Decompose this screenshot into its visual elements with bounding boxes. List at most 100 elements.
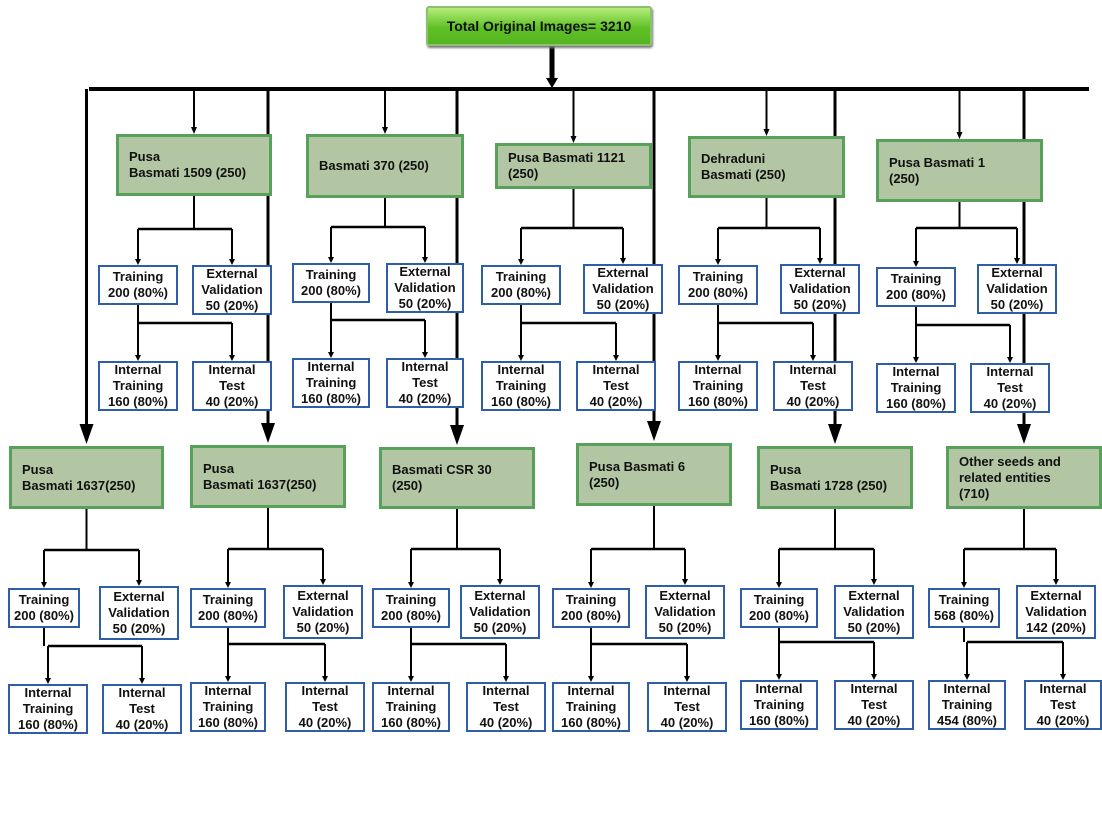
arrowhead (810, 355, 816, 361)
training-box: Training 200 (80%) (740, 588, 818, 628)
internal-test-box: Internal Test 40 (20%) (970, 363, 1050, 413)
arrowhead (225, 582, 231, 588)
internal-training-box: Internal Training 160 (80%) (190, 682, 266, 732)
internal-training-box: Internal Training 160 (80%) (98, 361, 178, 411)
internal-training-box: Internal Training 160 (80%) (876, 363, 956, 413)
arrowhead (546, 78, 558, 88)
external-validation-box: External Validation 50 (20%) (460, 585, 540, 639)
category-node: Pusa Basmati 1728 (250) (757, 446, 913, 509)
training-box: Training 200 (80%) (190, 588, 266, 628)
arrowhead (382, 127, 388, 134)
arrowhead (322, 676, 328, 682)
internal-training-box: Internal Training 160 (80%) (678, 361, 758, 411)
arrowhead (225, 676, 231, 682)
category-node: Pusa Basmati 1 (250) (876, 139, 1043, 202)
external-validation-box: External Validation 50 (20%) (386, 263, 464, 313)
internal-training-box: Internal Training 160 (80%) (481, 361, 561, 411)
internal-test-box: Internal Test 40 (20%) (576, 361, 656, 411)
external-validation-box: External Validation 50 (20%) (192, 265, 272, 315)
external-validation-box: External Validation 50 (20%) (834, 585, 914, 639)
internal-test-box: Internal Test 40 (20%) (1024, 680, 1102, 730)
external-validation-box: External Validation 50 (20%) (283, 585, 363, 639)
arrowhead (422, 352, 428, 358)
arrowhead (191, 127, 197, 134)
external-validation-box: External Validation 50 (20%) (977, 264, 1057, 314)
arrowhead (613, 355, 619, 361)
arrowhead (776, 674, 782, 680)
arrowhead (961, 582, 967, 588)
category-node: Basmati CSR 30 (250) (379, 447, 535, 509)
internal-training-box: Internal Training 454 (80%) (928, 680, 1006, 730)
arrowhead (913, 357, 919, 363)
category-node: Pusa Basmati 1637(250) (190, 445, 346, 508)
category-node: Pusa Basmati 1509 (250) (116, 134, 272, 196)
arrowhead (135, 355, 141, 361)
arrowhead (1007, 357, 1013, 363)
arrowhead (45, 678, 51, 684)
external-validation-box: External Validation 50 (20%) (583, 264, 663, 314)
arrowhead (79, 424, 94, 444)
arrowhead (620, 258, 626, 264)
root-node-total-images: Total Original Images= 3210 (426, 6, 652, 46)
arrowhead (964, 674, 970, 680)
arrowhead (647, 421, 661, 441)
arrowhead (229, 355, 235, 361)
arrowhead (139, 678, 145, 684)
arrowhead (1014, 258, 1020, 264)
arrowhead (684, 676, 690, 682)
external-validation-box: External Validation 142 (20%) (1016, 585, 1096, 639)
arrowhead (956, 132, 963, 139)
arrowhead (518, 355, 524, 361)
arrowhead (135, 259, 141, 265)
internal-training-box: Internal Training 160 (80%) (8, 684, 88, 734)
training-box: Training 200 (80%) (552, 588, 630, 628)
arrowhead (682, 579, 688, 585)
arrowhead (41, 582, 47, 588)
arrowhead (776, 582, 782, 588)
training-box: Training 200 (80%) (292, 263, 370, 303)
category-node: Dehraduni Basmati (250) (688, 136, 845, 198)
arrowhead (422, 257, 428, 263)
training-box: Training 200 (80%) (372, 588, 450, 628)
training-box: Training 200 (80%) (876, 267, 956, 307)
arrowhead (715, 355, 721, 361)
internal-training-box: Internal Training 160 (80%) (552, 682, 630, 732)
arrowhead (817, 258, 823, 264)
arrowhead (1060, 674, 1066, 680)
arrowhead (503, 676, 509, 682)
arrowhead (136, 580, 142, 586)
arrowhead (1017, 424, 1031, 444)
category-node: Basmati 370 (250) (306, 134, 464, 198)
arrowhead (570, 136, 577, 143)
internal-test-box: Internal Test 40 (20%) (192, 361, 272, 411)
internal-training-box: Internal Training 160 (80%) (740, 680, 818, 730)
internal-test-box: Internal Test 40 (20%) (466, 682, 546, 732)
arrowhead (588, 676, 594, 682)
training-box: Training 200 (80%) (481, 265, 561, 305)
internal-test-box: Internal Test 40 (20%) (647, 682, 727, 732)
arrowhead (328, 257, 334, 263)
training-box: Training 568 (80%) (928, 588, 1000, 628)
arrowhead (408, 676, 414, 682)
training-box: Training 200 (80%) (98, 265, 178, 305)
arrowhead (1053, 579, 1059, 585)
arrowhead (763, 129, 770, 136)
internal-training-box: Internal Training 160 (80%) (292, 358, 370, 408)
external-validation-box: External Validation 50 (20%) (99, 586, 179, 640)
training-box: Training 200 (80%) (8, 588, 80, 628)
internal-training-box: Internal Training 160 (80%) (372, 682, 450, 732)
arrowhead (261, 423, 275, 443)
arrowhead (229, 259, 235, 265)
internal-test-box: Internal Test 40 (20%) (386, 358, 464, 408)
arrowhead (871, 579, 877, 585)
arrowhead (913, 261, 919, 267)
category-node: Pusa Basmati 6 (250) (576, 443, 732, 506)
arrowhead (450, 425, 464, 445)
category-node: Pusa Basmati 1121 (250) (495, 143, 652, 189)
arrowhead (588, 582, 594, 588)
arrowhead (408, 582, 414, 588)
arrowhead (320, 579, 326, 585)
internal-test-box: Internal Test 40 (20%) (285, 682, 365, 732)
external-validation-box: External Validation 50 (20%) (780, 264, 860, 314)
internal-test-box: Internal Test 40 (20%) (773, 361, 853, 411)
